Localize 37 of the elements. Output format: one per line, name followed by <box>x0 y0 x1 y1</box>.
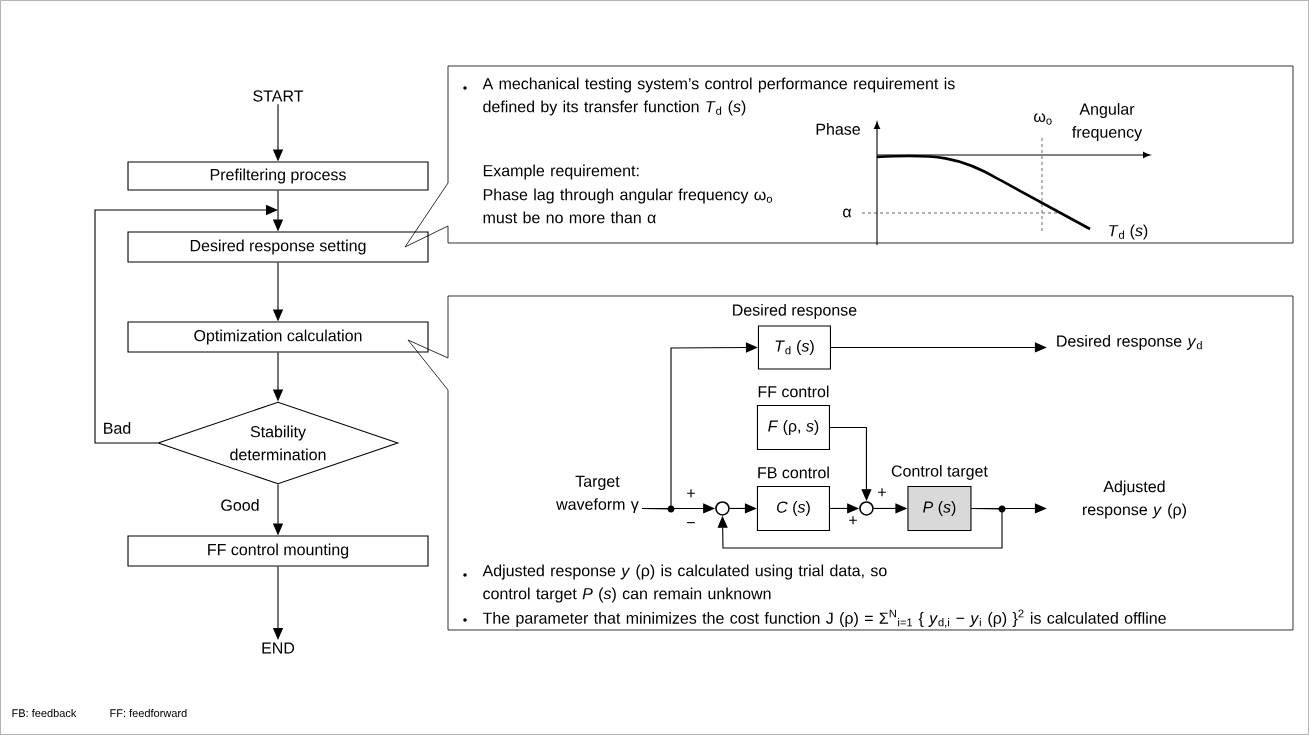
block-box: C (s) <box>756 485 830 531</box>
process-box: Desired response setting <box>127 231 429 263</box>
arrow <box>729 503 757 514</box>
block-box: T$_{d}$ (s) <box>757 325 831 370</box>
summing-junction <box>715 501 730 516</box>
arrow <box>641 342 758 510</box>
edge-label: Good <box>221 499 259 511</box>
edge-label: Bad <box>104 422 131 434</box>
axis-label: Phase <box>816 123 860 135</box>
block-box: P (s) <box>907 485 972 531</box>
block-label: FB control <box>758 466 829 479</box>
sign-label: − <box>687 522 695 524</box>
arrow <box>830 342 1047 353</box>
sign-label: + <box>687 489 695 498</box>
footnote: FB: feedback <box>12 708 77 718</box>
flow-label: Adjusted response y (ρ) <box>1083 480 1186 519</box>
block-label: FF control <box>758 385 829 398</box>
tick-label: ω$_{o}$ <box>1034 113 1052 125</box>
footnote: FF: feedforward <box>110 708 187 718</box>
sign-label: + <box>849 516 857 525</box>
arrow <box>94 204 278 444</box>
summing-junction <box>859 501 874 516</box>
block-box: F (ρ, s) <box>756 404 830 450</box>
sign-label: + <box>878 488 886 497</box>
tick-label: α <box>843 208 852 218</box>
curve-label: T$_{d}$ (s) <box>1109 224 1148 240</box>
block-label: Control target <box>891 465 988 480</box>
process-box: FF control mounting <box>127 535 429 567</box>
process-box: Prefiltering process <box>127 161 429 191</box>
block-label: Desired response <box>733 304 857 319</box>
process-box: Optimization calculation <box>127 321 429 353</box>
flow-label: Target waveform γ <box>556 475 639 514</box>
terminal-label: START <box>253 90 304 102</box>
terminal-label: END <box>262 642 295 654</box>
axis-label: Angular frequency <box>1072 103 1143 141</box>
arrow <box>717 507 1003 549</box>
flow-label: Desired response y$_{d}$ <box>1057 335 1202 350</box>
